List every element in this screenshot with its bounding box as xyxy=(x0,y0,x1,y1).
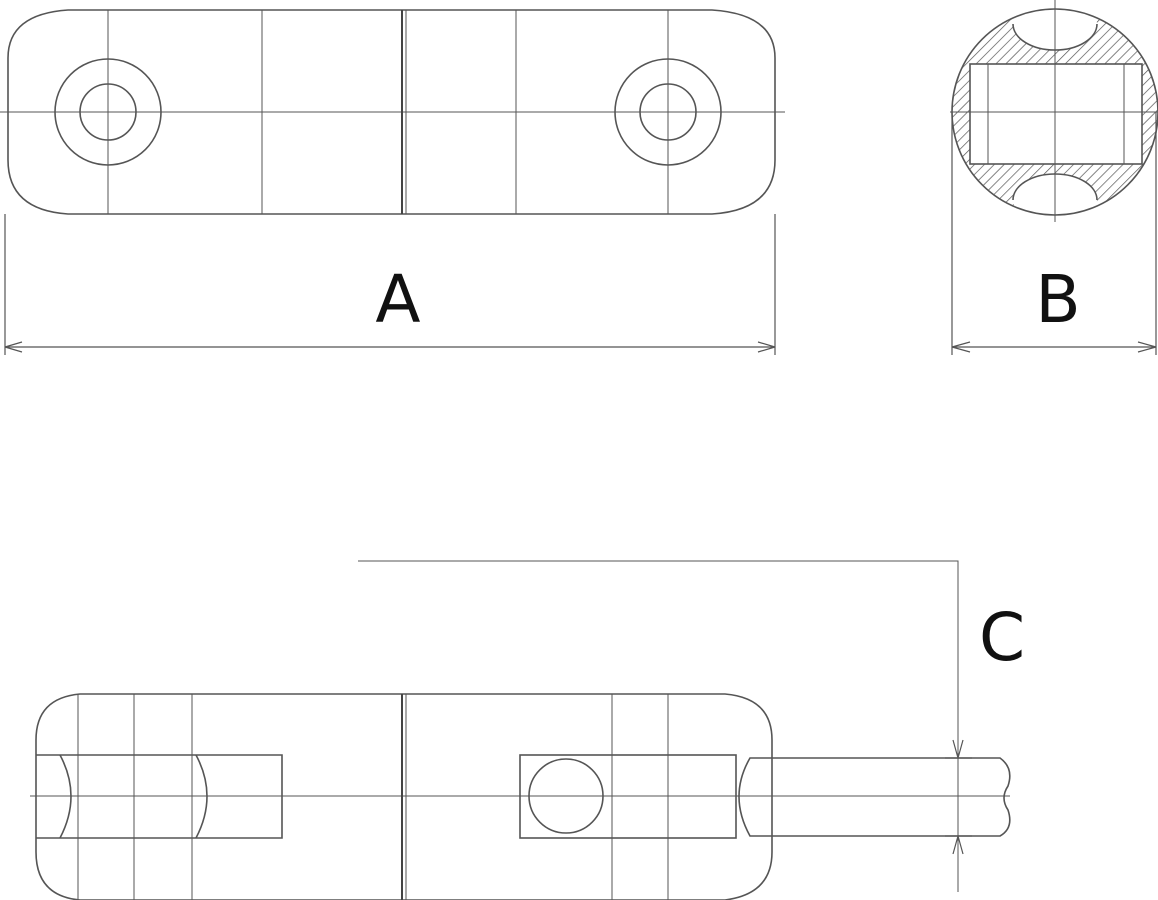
left-slot xyxy=(36,754,283,839)
dimension-label-c: C xyxy=(979,599,1025,676)
right-slot xyxy=(519,754,737,839)
right-hole-outer xyxy=(614,58,722,166)
rod-section xyxy=(738,757,1011,837)
dimension-label-b: B xyxy=(1035,261,1080,338)
dimension-b: B xyxy=(951,112,1157,355)
pin-cross-section xyxy=(528,758,604,834)
left-hole-outer xyxy=(54,58,162,166)
left-hole-inner xyxy=(79,83,137,141)
side-view: C xyxy=(30,560,1025,900)
side-view-outline xyxy=(35,693,773,900)
right-hole-inner xyxy=(639,83,697,141)
dimension-c: C xyxy=(945,599,1025,855)
top-view-outline xyxy=(7,9,776,215)
leader-line xyxy=(358,560,959,892)
dimension-label-a: A xyxy=(375,261,420,338)
dimension-a: A xyxy=(4,214,776,355)
end-view: B xyxy=(950,0,1158,355)
top-view: A xyxy=(0,9,785,355)
